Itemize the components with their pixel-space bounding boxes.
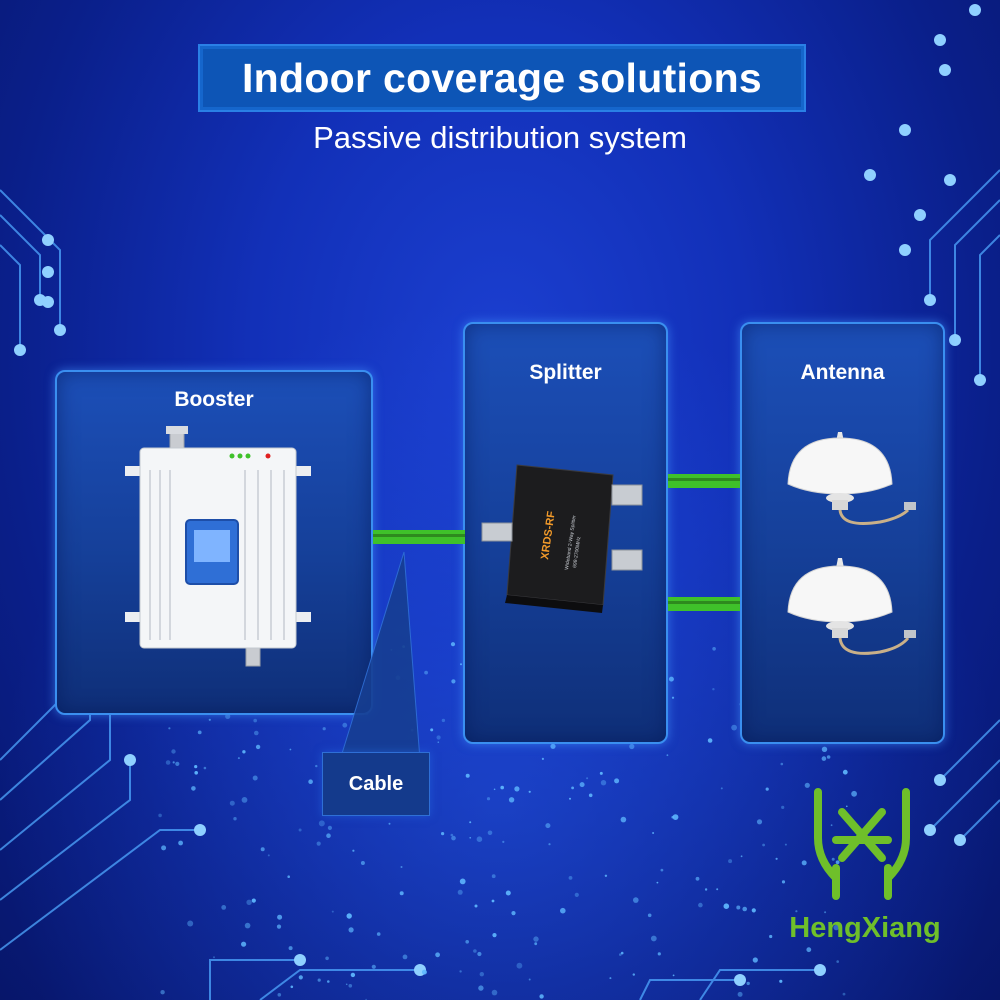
brand-name: HengXiang xyxy=(789,912,941,944)
cable-label-box: Cable xyxy=(322,752,430,816)
booster-label: Booster xyxy=(174,388,254,411)
cable-label: Cable xyxy=(348,772,404,795)
page-title-banner: Indoor coverage solutions xyxy=(198,44,806,112)
booster-panel: Booster xyxy=(55,370,373,715)
splitter-panel: Splitter xyxy=(463,322,668,744)
antenna-label: Antenna xyxy=(800,361,885,384)
page-subtitle: Passive distribution system xyxy=(313,120,687,155)
splitter-label: Splitter xyxy=(529,361,602,384)
page-title: Indoor coverage solutions xyxy=(241,54,763,101)
antenna-panel: Antenna xyxy=(740,322,945,744)
